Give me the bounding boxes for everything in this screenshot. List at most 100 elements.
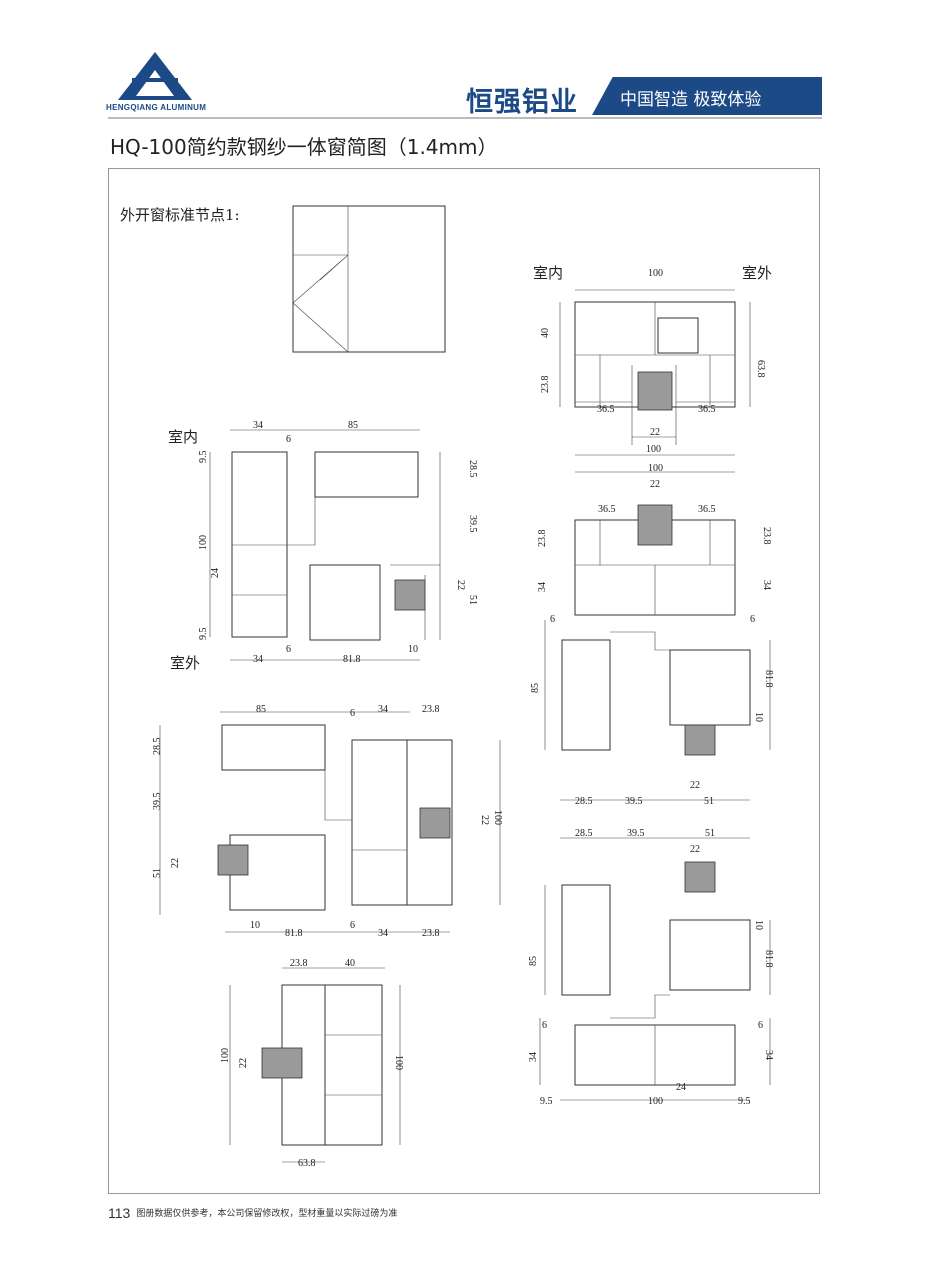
dimension-label: 22 [455, 580, 466, 590]
dimension-label: 9.5 [198, 628, 209, 641]
node-legend: 外开窗标准节点1: [120, 205, 446, 353]
brand-name: 恒强铝业 [466, 87, 578, 118]
dimension-label: 10 [250, 920, 260, 931]
dimension-label: 51 [705, 828, 715, 839]
dimension-label: 34 [378, 704, 388, 715]
dimension-label: 22 [238, 1058, 249, 1068]
dimension-label: 6 [750, 614, 755, 625]
label-outdoor: 室外 [170, 654, 200, 672]
dimension-label: 40 [345, 958, 355, 969]
dimension-label: 81.8 [285, 928, 303, 939]
dimension-label: 34 [763, 1050, 774, 1060]
dimension-label: 34 [253, 654, 263, 665]
dimension-label: 100 [492, 810, 503, 825]
dimension-label: 28.5 [575, 796, 593, 807]
dimension-label: 34 [537, 582, 548, 592]
dimension-label: 34 [761, 580, 772, 590]
dimension-label: 28.5 [467, 460, 478, 478]
dimension-label: 63.8 [755, 360, 766, 378]
section-f: 23.8 40 100 22 100 63.8 [220, 958, 404, 1169]
dimension-label: 81.8 [763, 670, 774, 688]
dimension-label: 39.5 [625, 796, 643, 807]
logo-icon [118, 52, 192, 100]
dimension-label: 39.5 [467, 515, 478, 533]
dimension-label: 24 [676, 1082, 686, 1093]
dimension-label: 51 [152, 868, 163, 878]
footer-note: 图册数据仅供参考，本公司保留修改权，型材重量以实际过磅为准 [136, 1209, 398, 1219]
dimension-label: 39.5 [152, 793, 163, 811]
dimension-label: 85 [256, 704, 266, 715]
dimension-label: 22 [690, 780, 700, 791]
dimension-label: 23.8 [761, 527, 772, 545]
page-number: 113 [108, 1205, 131, 1221]
footer: 113 图册数据仅供参考，本公司保留修改权，型材重量以实际过磅为准 [108, 1205, 397, 1221]
section-b: 室内 34 85 6 9.5 28.5 39.5 100 24 22 51 9.… [168, 420, 478, 672]
dimension-label: 23.8 [537, 530, 548, 548]
dimension-label: 6 [286, 644, 291, 655]
dimension-label: 36.5 [698, 504, 716, 515]
dimension-label: 24 [210, 568, 221, 578]
dimension-label: 36.5 [597, 404, 615, 415]
dimension-label: 22 [479, 815, 490, 825]
dimension-label: 28.5 [575, 828, 593, 839]
dimension-label: 100 [393, 1055, 404, 1070]
dimension-label: 51 [467, 595, 478, 605]
dimension-label: 34 [378, 928, 388, 939]
dimension-label: 28.5 [152, 738, 163, 756]
dimension-label: 6 [350, 920, 355, 931]
node-label: 外开窗标准节点1: [120, 206, 240, 224]
dimension-label: 22 [690, 844, 700, 855]
section-e: 28.5 39.5 51 22 10 85 81.8 6 6 34 34 9.5… [528, 828, 774, 1107]
dimension-label: 81.8 [763, 950, 774, 968]
dimension-label: 36.5 [598, 504, 616, 515]
page-title: HQ-100简约款钢纱一体窗简图（1.4mm） [110, 135, 498, 159]
dimension-label: 22 [170, 858, 181, 868]
dimension-label: 100 [646, 444, 661, 455]
dimension-label: 10 [753, 920, 764, 930]
dimension-label: 10 [408, 644, 418, 655]
dimension-label: 36.5 [698, 404, 716, 415]
dimension-label: 85 [528, 956, 539, 966]
logo-text: HENGQIANG ALUMINUM [106, 103, 207, 112]
dimension-label: 51 [704, 796, 714, 807]
dimension-label: 22 [650, 427, 660, 438]
dimension-label: 6 [542, 1020, 547, 1031]
slogan-text: 中国智造 极致体验 [620, 90, 762, 110]
dimension-label: 85 [530, 683, 541, 693]
dimension-label: 6 [758, 1020, 763, 1031]
dimension-label: 85 [348, 420, 358, 431]
dimension-label: 100 [198, 535, 209, 550]
dimension-label: 40 [540, 328, 551, 338]
header-divider [108, 117, 822, 119]
label-indoor: 室内 [533, 264, 563, 282]
label-indoor: 室内 [168, 428, 198, 446]
dimension-label: 6 [350, 708, 355, 719]
dimension-label: 9.5 [198, 451, 209, 464]
dimension-label: 6 [550, 614, 555, 625]
dimension-label: 34 [528, 1052, 539, 1062]
dimension-label: 22 [650, 479, 660, 490]
dimension-label: 100 [648, 463, 663, 474]
dimension-label: 100 [220, 1048, 231, 1063]
dimension-label: 63.8 [298, 1158, 316, 1169]
label-outdoor: 室外 [742, 264, 772, 282]
dimension-label: 81.8 [343, 654, 361, 665]
dimension-label: 23.8 [422, 928, 440, 939]
dimension-label: 100 [648, 1096, 663, 1107]
dimension-label: 9.5 [738, 1096, 751, 1107]
drawing-frame [108, 168, 820, 1194]
dimension-label: 23.8 [540, 376, 551, 394]
section-c: 100 22 36.5 36.5 23.8 23.8 34 34 6 6 85 … [530, 463, 774, 807]
dimension-label: 23.8 [290, 958, 308, 969]
slogan-banner: 中国智造 极致体验 [592, 77, 822, 115]
dimension-label: 34 [253, 420, 263, 431]
dimension-label: 10 [753, 712, 764, 722]
dimension-label: 39.5 [627, 828, 645, 839]
section-d: 85 6 34 23.8 28.5 39.5 22 100 22 51 10 8… [152, 704, 503, 939]
dimension-label: 9.5 [540, 1096, 553, 1107]
section-a: 室内 100 室外 40 63.8 23.8 36.5 36.5 22 100 [533, 264, 772, 456]
dimension-label: 6 [286, 434, 291, 445]
dimension-label: 100 [648, 268, 663, 279]
